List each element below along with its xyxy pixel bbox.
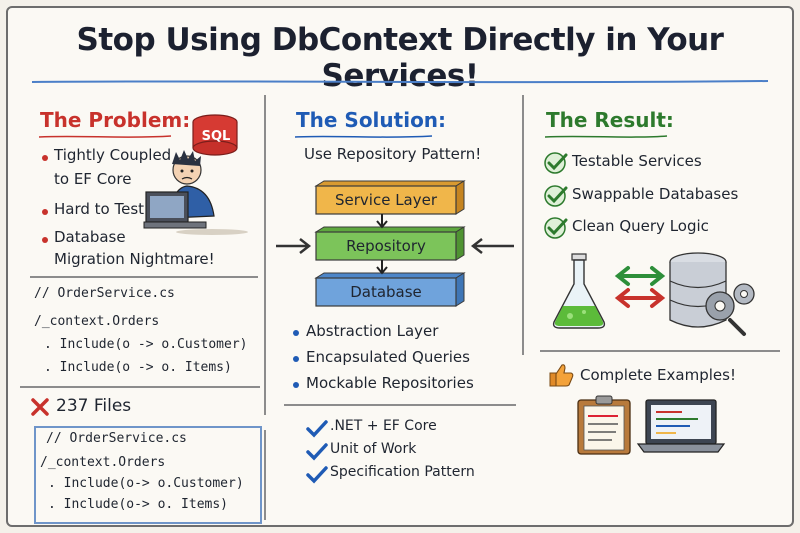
solution-bullet-3: Mockable Repositories <box>306 374 474 392</box>
divider <box>20 386 260 388</box>
bullet-dot <box>293 330 299 336</box>
checkmark-icon <box>306 443 328 461</box>
code-line: . Include(o-> o. Items) <box>48 497 229 512</box>
solution-check-2: Unit of Work <box>330 441 417 457</box>
green-check-icon <box>544 185 568 207</box>
checkmark-icon <box>306 420 328 438</box>
result-check-1: Testable Services <box>572 152 702 170</box>
title-underline <box>31 80 769 84</box>
result-heading-underline <box>544 135 668 138</box>
files-count: 237 Files <box>56 396 132 416</box>
green-check-icon <box>544 152 568 174</box>
bullet-dot <box>42 237 48 243</box>
problem-bullet-1a: Tightly Coupled <box>54 146 172 164</box>
solution-bullet-1: Abstraction Layer <box>306 322 439 340</box>
result-heading: The Result: <box>546 108 674 132</box>
column-divider-left <box>264 95 266 415</box>
checkmark-icon <box>306 466 328 484</box>
stressed-developer-illustration <box>143 114 248 235</box>
solution-heading-underline <box>294 135 433 138</box>
solution-heading: The Solution: <box>296 108 447 132</box>
layer-diagram <box>276 180 514 307</box>
flask-icon <box>552 253 606 329</box>
solution-check-3: Specification Pattern <box>330 464 475 480</box>
bullet-dot <box>293 356 299 362</box>
problem-heading: The Problem: <box>40 108 191 132</box>
code-line: /_context.Orders <box>34 314 160 329</box>
page-title: Stop Using DbContext Directly in Your Se… <box>76 22 724 94</box>
code-line: . Include(o -> o. Items) <box>44 360 232 375</box>
result-illustration <box>552 252 755 336</box>
problem-heading-underline <box>38 135 172 138</box>
code-line: /_context.Orders <box>40 455 166 470</box>
problem-bullet-3a: Database <box>54 228 126 246</box>
problem-bullet-1b: to EF Core <box>54 170 132 188</box>
code-line: . Include(o -> o.Customer) <box>44 337 248 352</box>
green-check-icon <box>544 217 568 239</box>
result-check-3: Clean Query Logic <box>572 217 709 235</box>
divider <box>540 350 780 352</box>
solution-bullet-2: Encapsulated Queries <box>306 348 470 366</box>
sql-badge: SQL <box>201 129 231 144</box>
gear-icon <box>705 283 755 336</box>
bullet-dot <box>42 155 48 161</box>
duplicated-code-box <box>34 426 262 524</box>
bullet-dot <box>293 382 299 388</box>
bullet-dot <box>42 209 48 215</box>
result-check-2: Swappable Databases <box>572 185 739 203</box>
database-box: Database <box>350 283 422 301</box>
laptop-icon <box>636 399 726 453</box>
thumbs-up-icon <box>549 364 574 387</box>
swap-arrows-icon <box>614 266 666 308</box>
divider <box>30 276 258 278</box>
column-divider-left-lower <box>264 430 266 520</box>
code-comment: // OrderService.cs <box>46 431 187 446</box>
divider <box>284 404 516 406</box>
code-comment: // OrderService.cs <box>34 286 175 301</box>
problem-bullet-3b: Migration Nightmare! <box>54 250 215 268</box>
solution-subheading: Use Repository Pattern! <box>304 145 482 163</box>
examples-illustration <box>577 395 726 455</box>
service-layer-box: Service Layer <box>334 191 438 209</box>
column-divider-right <box>522 95 524 355</box>
complete-examples-label: Complete Examples! <box>580 366 736 384</box>
clipboard-icon <box>577 395 631 455</box>
solution-check-1: .NET + EF Core <box>330 418 437 434</box>
problem-bullet-2: Hard to Test <box>54 200 145 218</box>
code-line: . Include(o-> o.Customer) <box>48 476 244 491</box>
repository-box: Repository <box>346 237 426 255</box>
x-mark-icon <box>31 398 49 416</box>
